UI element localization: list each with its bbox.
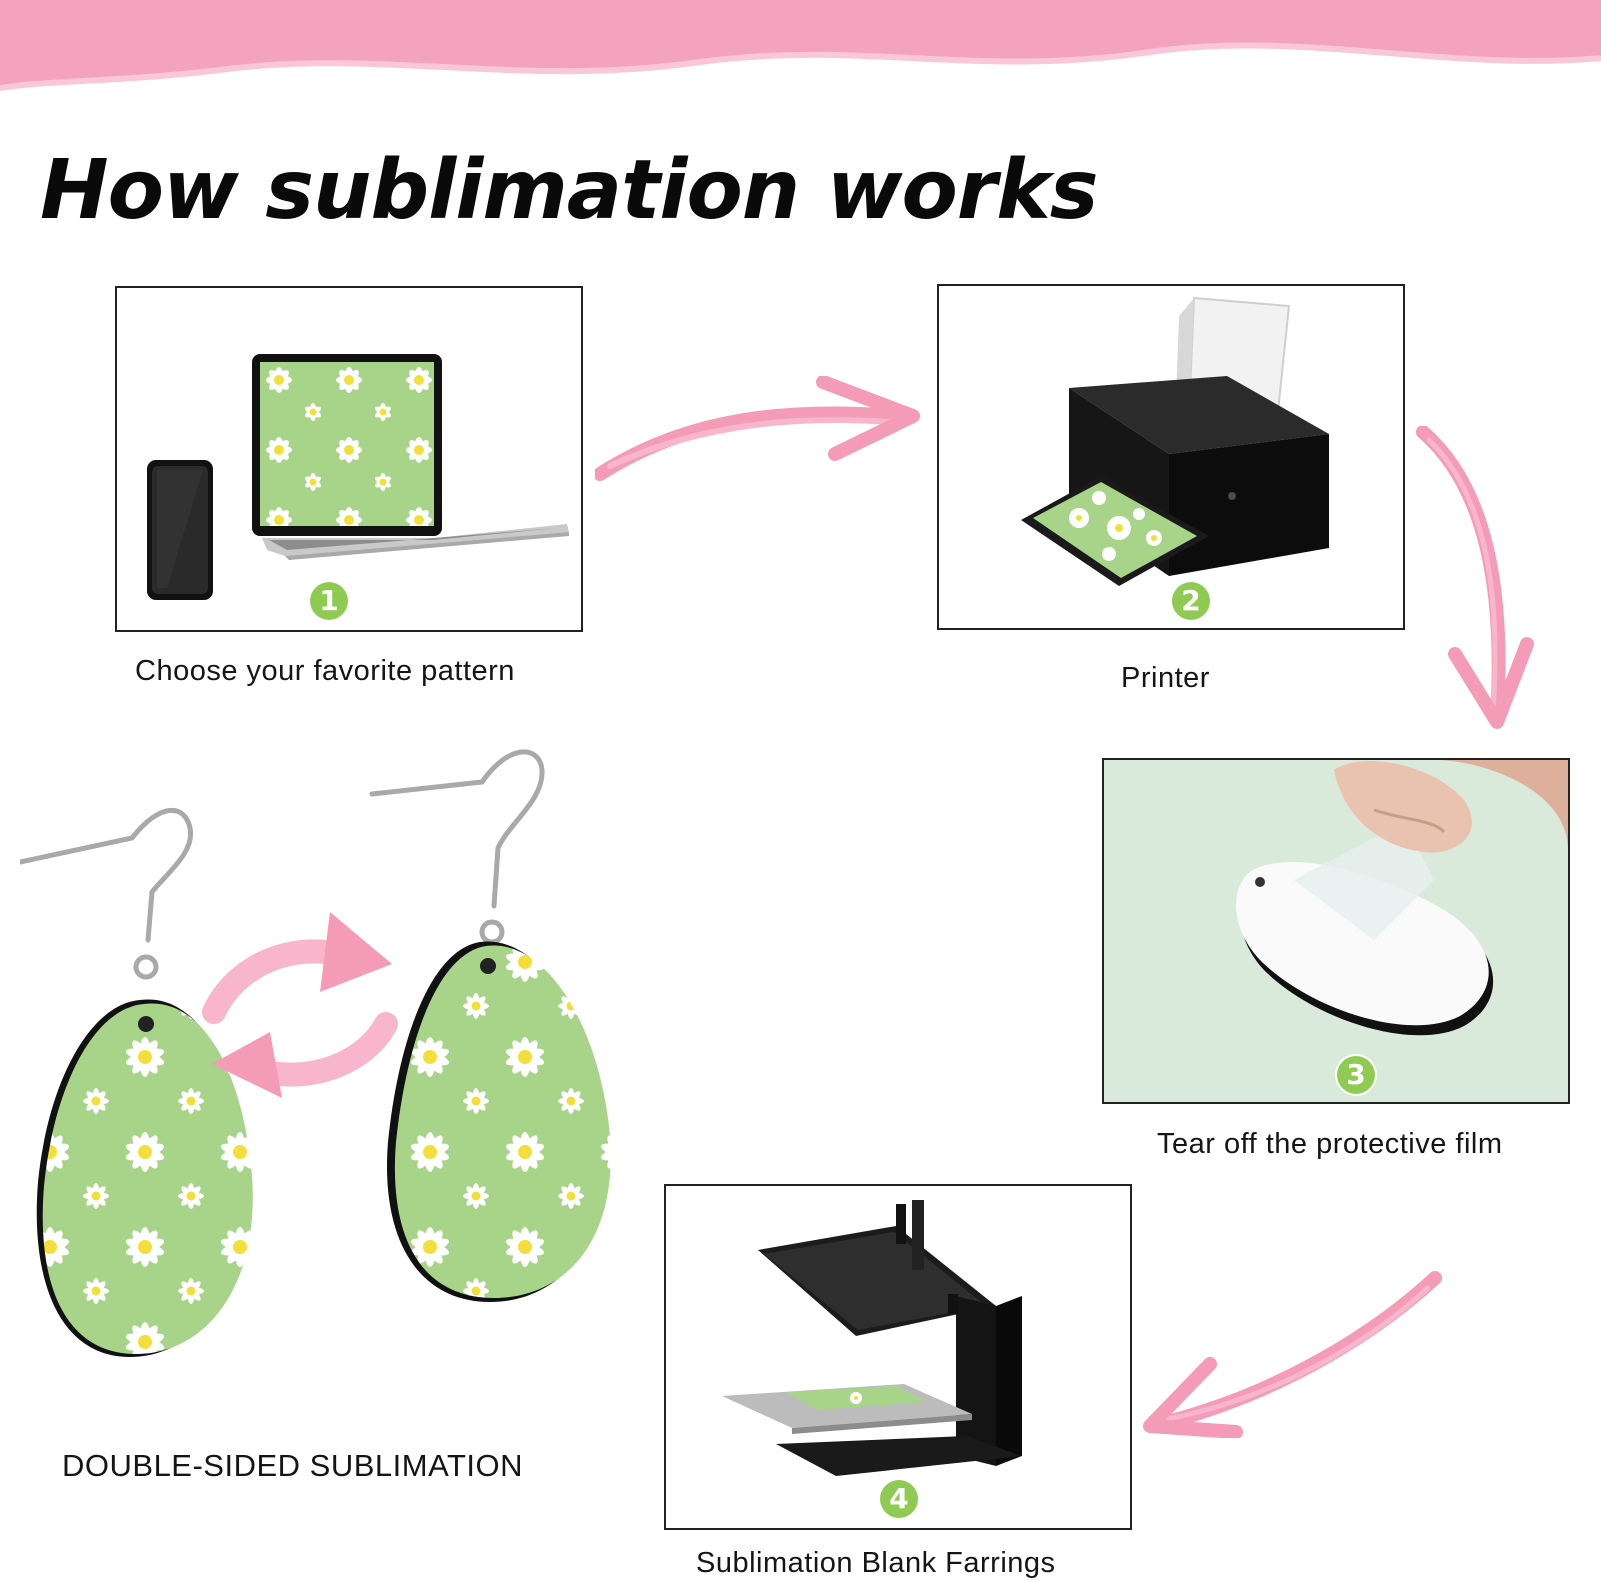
arrow-step2-to-step3 xyxy=(1416,426,1534,729)
heat-press-icon xyxy=(722,1200,1022,1476)
laptop-phone-icon xyxy=(147,354,569,600)
step-3-caption: Tear off the protective film xyxy=(1157,1128,1503,1160)
page-title: How sublimation works xyxy=(40,143,1099,238)
printer-icon xyxy=(1021,296,1329,586)
step-2-panel: 2 xyxy=(937,284,1405,630)
step-1-badge: 1 xyxy=(310,582,348,620)
step-4-panel: 4 xyxy=(664,1184,1132,1530)
arrow-step3-to-step4 xyxy=(1143,1271,1442,1438)
step-3-panel: 3 xyxy=(1102,758,1570,1104)
earrings-caption: DOUBLE-SIDED SUBLIMATION xyxy=(62,1448,524,1483)
peel-film-icon xyxy=(1104,760,1568,1102)
step-4-badge: 4 xyxy=(880,1480,918,1518)
double-sided-earrings-illustration xyxy=(20,749,611,1357)
step-1-caption: Choose your favorite pattern xyxy=(135,655,515,687)
step-2-caption: Printer xyxy=(1121,662,1210,694)
top-banner xyxy=(0,0,1601,91)
step-2-badge: 2 xyxy=(1172,582,1210,620)
arrow-step1-to-step2 xyxy=(595,376,920,481)
step-1-panel: 1 xyxy=(115,286,583,632)
step-4-caption: Sublimation Blank Farrings xyxy=(696,1547,1056,1579)
step-3-badge: 3 xyxy=(1337,1056,1375,1094)
